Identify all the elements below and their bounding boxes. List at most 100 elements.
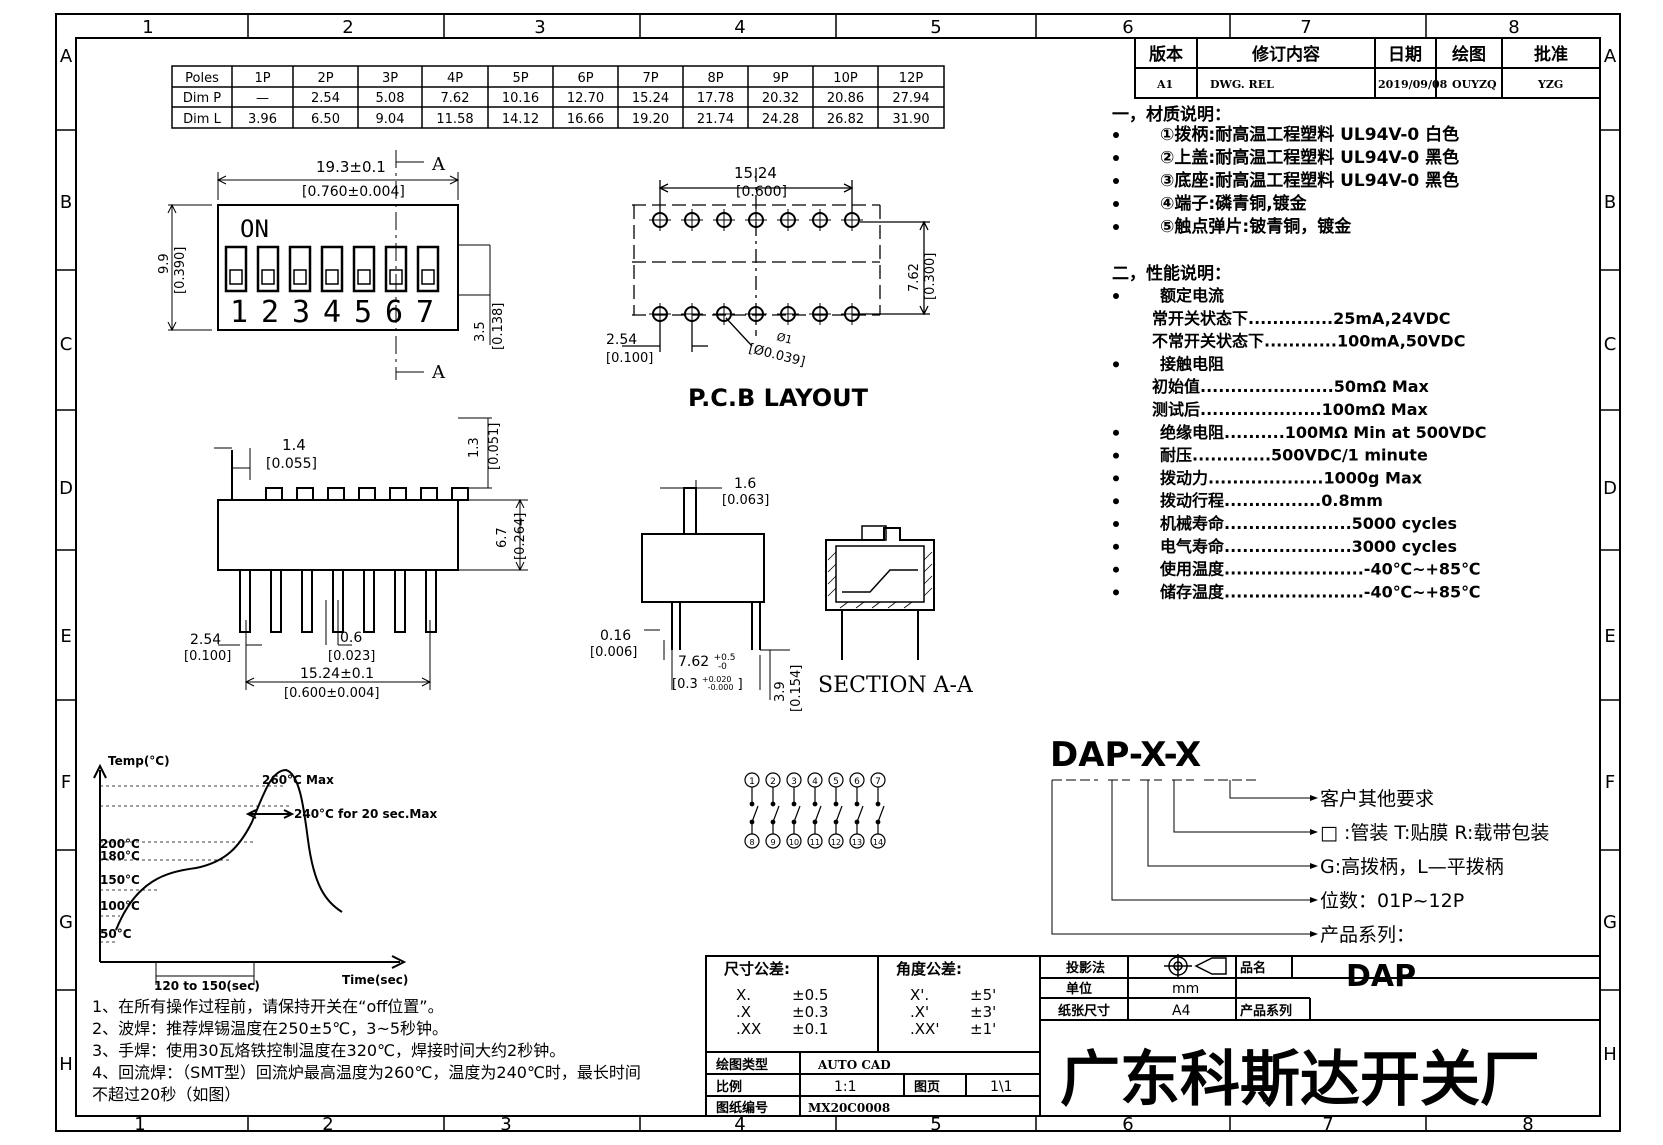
bullet-icon xyxy=(1113,589,1119,596)
schematic-label: 12 xyxy=(831,838,841,847)
poles-cell: 7.62 xyxy=(441,91,470,106)
bullet-icon xyxy=(1113,452,1119,459)
pcb-pitch-dim: 2.54 xyxy=(606,332,637,348)
dim-tol-value: ±0.1 xyxy=(792,1020,828,1038)
schematic-label: 6 xyxy=(854,777,860,787)
schematic-switch xyxy=(793,805,801,823)
zone-row: C xyxy=(60,334,73,355)
poles-cell: 17.78 xyxy=(697,91,734,106)
side-pin-dim-in: [0.023] xyxy=(328,649,375,664)
note-line: 2、波焊：推荐焊锡温度在250±5℃，3~5秒钟。 xyxy=(92,1019,448,1038)
company-name: 广东科斯达开关厂 xyxy=(1060,1045,1540,1115)
reflow-range: 120 to 150(sec) xyxy=(154,979,260,993)
material-spec: 一，材质说明： ①拨柄:耐高温工程塑料 UL94V-0 白色②上盖:耐高温工程塑… xyxy=(1112,104,1459,237)
zone-col: 4 xyxy=(734,17,745,38)
bullet-icon xyxy=(1113,178,1119,184)
switch-number: 3 xyxy=(292,295,310,330)
poles-cell: 1P xyxy=(254,71,270,86)
material-item: ⑤触点弹片:铍青铜，镀金 xyxy=(1160,216,1352,237)
zone-col: 2 xyxy=(342,17,353,38)
poles-cell: 8P xyxy=(707,71,723,86)
zone-col: 5 xyxy=(930,1114,941,1135)
revision-header: 批准 xyxy=(1534,44,1568,65)
poles-cell: 26.82 xyxy=(827,112,864,127)
poles-cell: 15.24 xyxy=(632,91,669,106)
front-height-dim-in: [0.390] xyxy=(173,247,188,294)
note-line: 不超过20秒（如图） xyxy=(92,1085,240,1104)
schematic-terminal xyxy=(786,833,802,849)
zone-row: D xyxy=(1603,478,1617,499)
ang-tol-label: 角度公差: xyxy=(896,960,962,978)
performance-title: 二，性能说明： xyxy=(1112,263,1231,284)
pcb-hole-dim-in: [Ø0.039] xyxy=(747,341,807,369)
switch-actuator xyxy=(325,269,339,285)
poles-cell: 11.58 xyxy=(436,112,473,127)
schematic-switch xyxy=(856,805,864,823)
switch-actuator xyxy=(229,269,243,285)
pcb-top-dim: 15.24 xyxy=(734,164,777,182)
switch-number: 6 xyxy=(385,295,403,330)
poles-cell: 21.74 xyxy=(697,112,734,127)
revision-header: 版本 xyxy=(1149,44,1183,65)
material-item: ④端子:磷青铜,镀金 xyxy=(1160,193,1308,214)
bullet-icon xyxy=(1113,429,1119,436)
end-row-tol-dn: -0 xyxy=(718,662,727,672)
zone-row: G xyxy=(59,912,73,933)
side-h-dim: 6.7 xyxy=(495,527,510,548)
side-tab-dim: 1.4 xyxy=(282,436,306,454)
reflow-peak: 260°C Max xyxy=(262,773,334,787)
scale-value: 1:1 xyxy=(834,1079,857,1095)
poles-cell: 6P xyxy=(577,71,593,86)
switch-actuator xyxy=(293,269,307,285)
page-value: 1\1 xyxy=(990,1079,1013,1095)
pcb-hole-dim: Ø1 xyxy=(775,330,793,346)
revision-cell: 2019/09/08 xyxy=(1378,78,1448,91)
dim-tol-key: .XX xyxy=(736,1020,761,1038)
side-actuator-tab xyxy=(265,487,283,501)
switch-slot xyxy=(288,245,312,293)
zone-col: 1 xyxy=(142,17,153,38)
schematic-label: 13 xyxy=(852,838,862,847)
side-pin xyxy=(270,569,282,633)
end-tab-dim: 1.6 xyxy=(734,476,756,492)
side-actuator-tab xyxy=(451,487,469,501)
pcb-top-dim-in: [0.600] xyxy=(736,184,787,200)
ang-tol-key: .XX' xyxy=(910,1020,939,1038)
sw-label: 绘图类型 xyxy=(716,1057,768,1073)
switch-number: 5 xyxy=(354,295,372,330)
schematic-contact xyxy=(749,801,755,807)
zone-col: 2 xyxy=(322,1114,333,1135)
switch-slot xyxy=(256,245,280,293)
poles-cell: 16.66 xyxy=(567,112,604,127)
performance-item: 储存温度.......................-40℃~+85℃ xyxy=(1159,582,1481,601)
note-line: 4、回流焊：（SMT型）回流炉最高温度为260℃，温度为240℃时，最长时间 xyxy=(92,1063,641,1082)
ang-tol-value: ±1' xyxy=(970,1020,996,1038)
bullet-icon xyxy=(1113,201,1119,207)
side-top-dim-in: [0.051] xyxy=(487,423,502,470)
switch-number: 2 xyxy=(261,295,279,330)
zone-row: A xyxy=(60,46,73,67)
schematic-contact xyxy=(833,801,839,807)
reflow-t150: 150°C xyxy=(100,873,140,887)
section-title: SECTION A-A xyxy=(818,673,974,698)
schematic-switch xyxy=(772,805,780,823)
reflow-t180: 180°C xyxy=(100,849,140,863)
end-row-in-close: ] xyxy=(738,677,743,692)
bullet-icon xyxy=(1113,498,1119,505)
part-code-line: □ :管装 T:贴膜 R:载带包装 xyxy=(1320,822,1549,844)
side-pin-dim: 0.6 xyxy=(340,630,362,646)
zone-col: 5 xyxy=(930,17,941,38)
revision-cell: YZG xyxy=(1537,78,1563,91)
schematic-label: 11 xyxy=(810,838,820,847)
pcb-right-dim: 7.62 xyxy=(907,263,922,292)
schematic-contact xyxy=(791,801,797,807)
front-side-dim-in: [0.138] xyxy=(491,303,506,350)
poles-cell: — xyxy=(256,91,269,106)
schematic-terminal xyxy=(765,833,781,849)
schematic-label: 14 xyxy=(873,838,883,847)
dim-tol-value: ±0.5 xyxy=(792,986,828,1004)
performance-item: 耐压.............500VDC/1 minute xyxy=(1160,446,1428,465)
poles-cell: 6.50 xyxy=(311,112,340,127)
schematic-contact xyxy=(875,801,881,807)
zone-col: 7 xyxy=(1322,1114,1333,1135)
